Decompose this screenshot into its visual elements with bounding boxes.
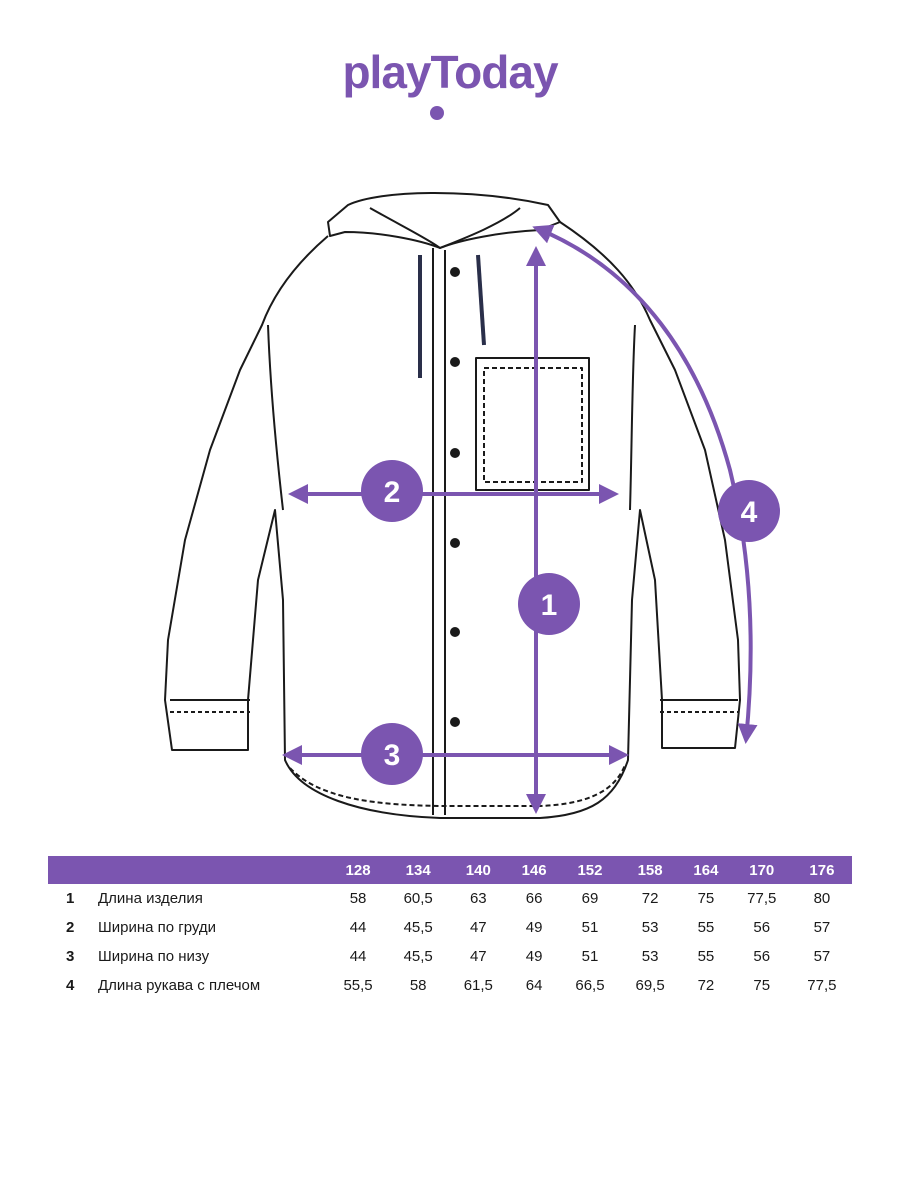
logo-text: playToday (342, 46, 559, 98)
buttons (450, 267, 460, 727)
marker-2: 2 (361, 460, 423, 522)
table-cell: 77,5 (807, 977, 837, 994)
left-armhole-seam (267, 324, 284, 511)
drawstring-right (476, 254, 486, 346)
table-cell: 57 (813, 919, 831, 936)
measurement-lines (282, 224, 758, 814)
button (450, 627, 460, 637)
table-row: 2 Ширина по груди 44 45,5 47 49 51 53 55… (48, 913, 852, 942)
table-cell: 77,5 (747, 890, 777, 907)
marker-4-label: 4 (741, 496, 758, 529)
table-cell: 51 (581, 948, 599, 965)
table-cell: 75 (753, 977, 771, 994)
size-header: 176 (809, 861, 835, 879)
size-header-row: 128 134 140 146 152 158 164 170 176 (48, 856, 852, 884)
row-number: 3 (66, 948, 75, 965)
table-cell: 66,5 (575, 977, 605, 994)
table-cell: 69 (581, 890, 599, 907)
hem-stitch (289, 764, 626, 807)
table-cell: 53 (641, 948, 659, 965)
table-cell: 69,5 (635, 977, 665, 994)
table-cell: 47 (469, 948, 487, 965)
chest-pocket-stitch (483, 367, 583, 483)
size-header: 140 (465, 861, 491, 879)
marker-2-label: 2 (384, 476, 401, 509)
table-cell: 51 (581, 919, 599, 936)
marker-3: 3 (361, 723, 423, 785)
table-cell: 49 (525, 919, 543, 936)
button (450, 538, 460, 548)
row-number: 2 (66, 919, 75, 936)
table-row: 1 Длина изделия 58 60,5 63 66 69 72 75 7… (48, 884, 852, 913)
logo-dot (430, 106, 444, 120)
table-cell: 53 (641, 919, 659, 936)
table-cell: 61,5 (463, 977, 493, 994)
row-label: Ширина по груди (98, 919, 217, 936)
size-table: 128 134 140 146 152 158 164 170 176 1 Дл… (48, 856, 852, 1000)
row-label: Длина рукава с плечом (98, 977, 261, 994)
size-header: 170 (749, 861, 775, 879)
marker-1-label: 1 (541, 589, 558, 622)
table-cell: 60,5 (403, 890, 433, 907)
brand-logo: playToday (342, 46, 560, 120)
table-cell: 58 (409, 977, 427, 994)
table-cell: 44 (349, 919, 367, 936)
button (450, 267, 460, 277)
sleeve-line (532, 224, 758, 744)
size-header: 152 (577, 861, 603, 879)
row-number: 4 (66, 977, 75, 994)
hood-inner (369, 207, 521, 249)
size-header: 134 (405, 861, 431, 879)
hood-outline (327, 192, 561, 249)
row-label: Ширина по низу (98, 948, 210, 965)
table-cell: 56 (753, 919, 771, 936)
table-cell: 80 (813, 890, 831, 907)
table-cell: 75 (697, 890, 715, 907)
size-header: 164 (693, 861, 719, 879)
table-cell: 72 (641, 890, 659, 907)
table-cell: 47 (469, 919, 487, 936)
table-cell: 72 (697, 977, 715, 994)
table-cell: 58 (349, 890, 367, 907)
table-cell: 57 (813, 948, 831, 965)
row-number: 1 (66, 890, 75, 907)
table-cell: 63 (469, 890, 487, 907)
table-cell: 44 (349, 948, 367, 965)
table-cell: 55 (697, 919, 715, 936)
size-header: 158 (637, 861, 663, 879)
table-cell: 66 (525, 890, 543, 907)
table-cell: 49 (525, 948, 543, 965)
button (450, 357, 460, 367)
button (450, 717, 460, 727)
body-outline (164, 221, 741, 819)
table-cell: 64 (525, 977, 543, 994)
table-cell: 55,5 (343, 977, 373, 994)
table-row: 4 Длина рукава с плечом 55,5 58 61,5 64 … (48, 971, 852, 1000)
garment-sketch: 1 2 3 4 (164, 192, 780, 819)
right-armhole-seam (629, 324, 636, 511)
marker-4: 4 (718, 480, 780, 542)
marker-3-label: 3 (384, 739, 401, 772)
size-header: 146 (521, 861, 547, 879)
row-label: Длина изделия (98, 890, 203, 907)
table-cell: 55 (697, 948, 715, 965)
button (450, 448, 460, 458)
table-row: 3 Ширина по низу 44 45,5 47 49 51 53 55 … (48, 942, 852, 971)
chest-pocket (475, 357, 590, 491)
table-cell: 45,5 (403, 919, 433, 936)
table-cell: 56 (753, 948, 771, 965)
size-header: 128 (345, 861, 371, 879)
table-cell: 45,5 (403, 948, 433, 965)
marker-1: 1 (518, 573, 580, 635)
